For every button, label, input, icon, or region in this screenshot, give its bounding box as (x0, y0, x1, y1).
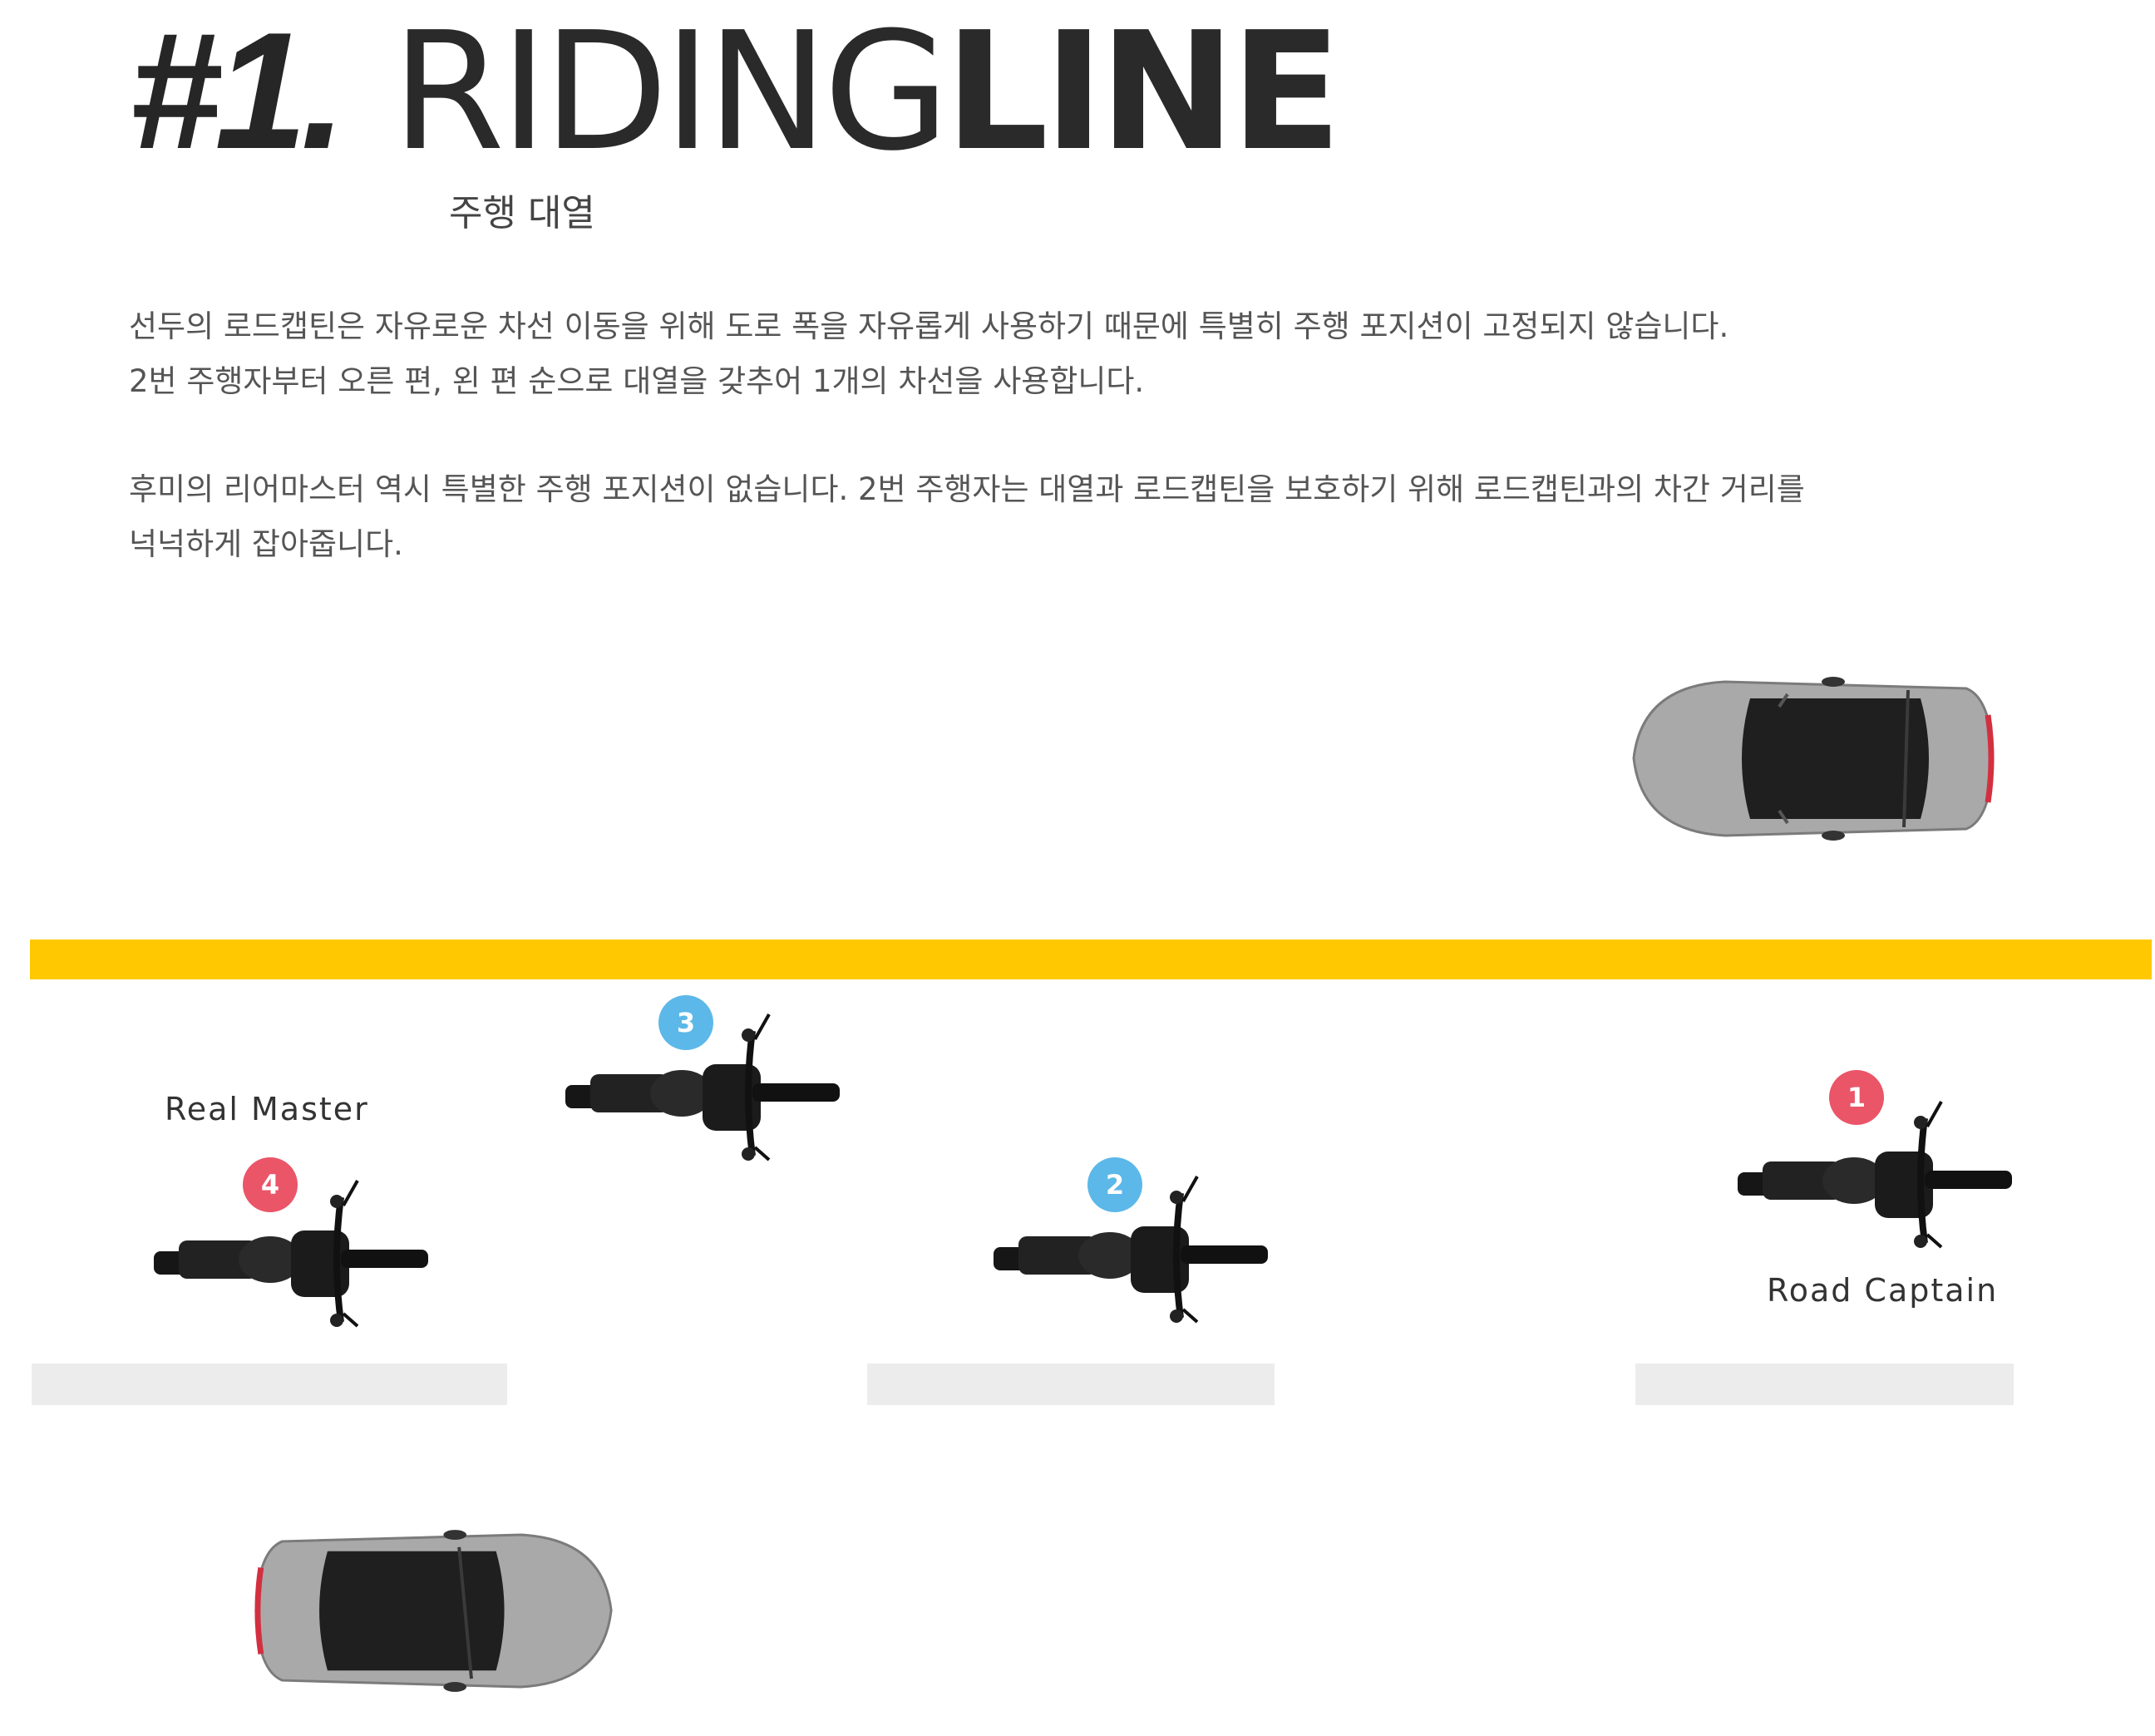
lane-marking (1635, 1364, 2014, 1405)
subtitle: 주행 대열 (449, 192, 595, 234)
lane-marking (32, 1364, 507, 1405)
motorcycle-1 (1738, 1101, 2012, 1249)
rear-master-label: Real Master (165, 1091, 369, 1127)
badge-1: 1 (1829, 1070, 1884, 1125)
center-line (30, 940, 2152, 979)
badge-3: 3 (658, 995, 713, 1050)
motorcycle-2 (994, 1176, 1268, 1324)
paragraph-1: 선두의 로드캡틴은 자유로운 차선 이동을 위해 도로 폭을 자유롭게 사용하기… (129, 308, 1729, 344)
badge-4: 4 (243, 1157, 298, 1212)
paragraph-3: 후미의 리어마스터 역시 특별한 주행 포지션이 없습니다. 2번 주행자는 대… (129, 471, 1805, 507)
paragraph-2: 2번 주행자부터 오른 편, 왼 편 순으로 대열을 갖추어 1개의 차선을 사… (129, 363, 1145, 399)
road-captain-label: Road Captain (1767, 1272, 1999, 1309)
paragraph-4: 넉넉하게 잡아줍니다. (129, 526, 403, 562)
lane-marking (867, 1364, 1275, 1405)
page-title: #1.RIDINGLINE (129, 8, 1342, 175)
motorcycle-3 (565, 1013, 840, 1161)
motorcycle-4 (154, 1180, 428, 1328)
title-riding: RIDING (392, 0, 949, 187)
car-bottom-left (254, 1530, 613, 1692)
title-line: LINE (944, 0, 1342, 187)
badge-2: 2 (1087, 1157, 1142, 1212)
car-top-right (1632, 677, 1995, 841)
title-number: #1. (129, 0, 347, 184)
